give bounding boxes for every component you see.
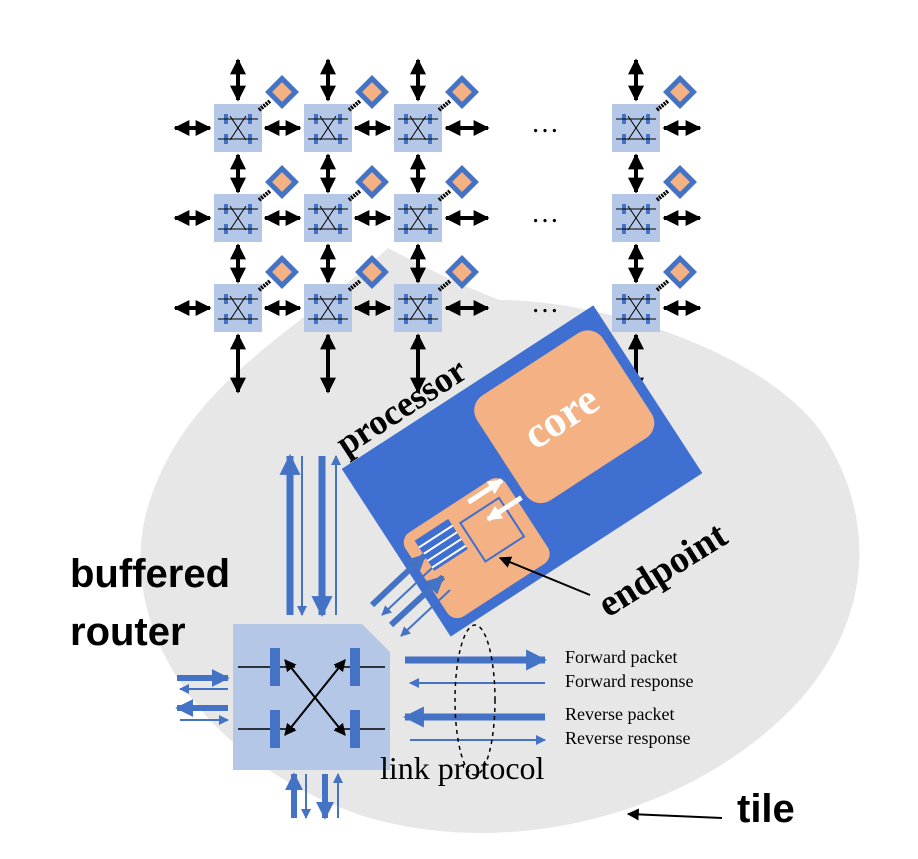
mesh-router [214, 165, 299, 242]
endpoint-fifo-icon [414, 518, 468, 571]
reverse-packet-label: Reverse packet [565, 704, 674, 724]
ellipsis-row-3: … [531, 288, 559, 319]
west-links [175, 669, 230, 725]
link-protocol-label: link protocol [380, 750, 545, 786]
mesh-router [612, 165, 697, 242]
mesh-router [304, 75, 389, 152]
mesh-router [214, 255, 299, 332]
ellipsis-row-2: … [531, 198, 559, 229]
mesh-router [394, 255, 479, 332]
mesh-router [214, 75, 299, 152]
tile-pointer-arrow [626, 808, 723, 821]
east-links [402, 649, 548, 745]
endpoint-pointer-arrow [498, 556, 591, 596]
core-to-endpoint-arrow [486, 495, 523, 522]
mesh-router [394, 75, 479, 152]
processor-links [369, 552, 451, 637]
mesh-router [304, 165, 389, 242]
forward-response-label: Forward response [565, 671, 693, 691]
endpoint-to-core-arrow [467, 478, 504, 505]
crossbar-arrows [284, 659, 346, 736]
router-label: router [70, 610, 186, 654]
endpoint-buffer-icon [458, 496, 526, 563]
mesh-router [304, 255, 389, 332]
router-body [233, 624, 390, 770]
mesh-router [394, 165, 479, 242]
core-box [474, 330, 655, 504]
reverse-response-label: Reverse response [565, 728, 690, 748]
forward-packet-label: Forward packet [565, 647, 677, 667]
tile-label: tile [737, 787, 795, 831]
mesh-router [612, 75, 697, 152]
buffered-label: buffered [70, 552, 230, 596]
north-links [279, 453, 341, 618]
ellipsis-row-1: … [531, 108, 559, 139]
link-protocol-ellipse [454, 624, 496, 776]
buffered-router [233, 624, 390, 770]
router-buffers [270, 648, 360, 748]
mesh-router [612, 255, 697, 332]
south-links [285, 772, 343, 820]
